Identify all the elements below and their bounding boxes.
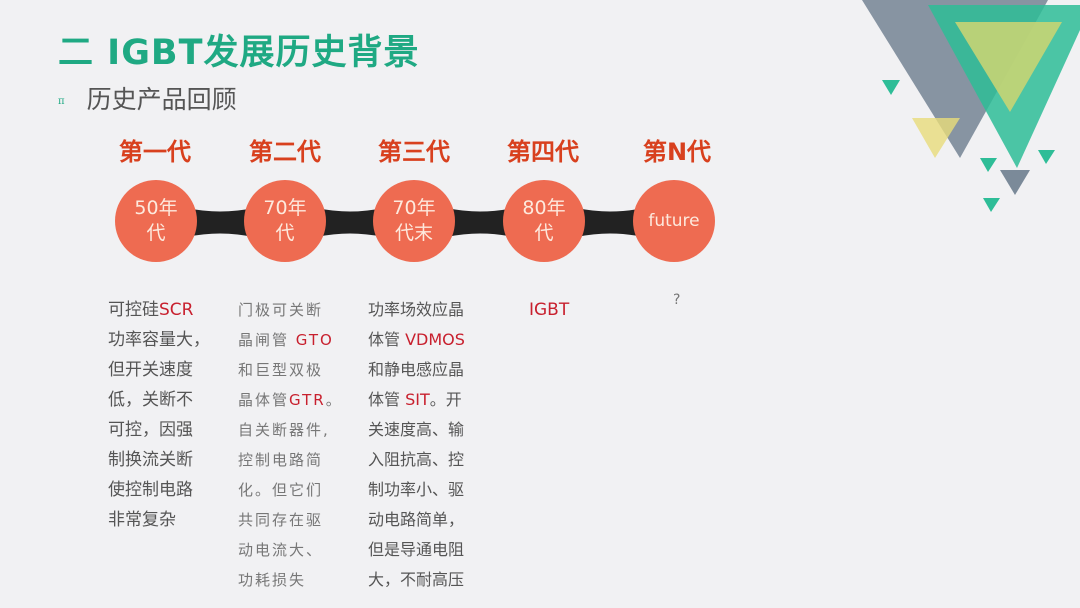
section-subtitle: π 历史产品回顾 — [58, 80, 237, 116]
generation-label-3: 第三代 — [378, 138, 450, 166]
generation-label-4: 第四代 — [507, 138, 579, 166]
era-circle-2: 70年代 — [244, 180, 326, 262]
generation-label-1: 第一代 — [119, 138, 191, 166]
era-circle-1: 50年代 — [115, 180, 197, 262]
description-gen3: 功率场效应晶 体管 VDMOS 和静电感应晶 体管 SIT。开 关速度高、输入阻… — [368, 300, 465, 589]
subtitle-text: 历史产品回顾 — [86, 85, 237, 114]
description-gen1: 可控硅SCR 功率容量大，但开关速度 低，关断不可控，因强 制换流关断使控制电路… — [108, 300, 210, 530]
era-circle-3: 70年代末 — [373, 180, 455, 262]
generation-label-2: 第二代 — [249, 138, 321, 166]
page-title: 二 IGBT发展历史背景 — [58, 33, 420, 73]
generation-label-n: 第N代 — [642, 138, 712, 166]
description-genN: ? — [673, 292, 681, 308]
era-circle-4: 80年代 — [503, 180, 585, 262]
era-circle-n: future — [633, 180, 715, 262]
bullet-icon: π — [58, 96, 65, 107]
description-gen2: 门极可关断 晶闸管 GTO 和巨型双极 晶体管GTR。 自关断器件,控制电路简 … — [238, 301, 343, 589]
description-gen4: IGBT — [529, 300, 570, 320]
